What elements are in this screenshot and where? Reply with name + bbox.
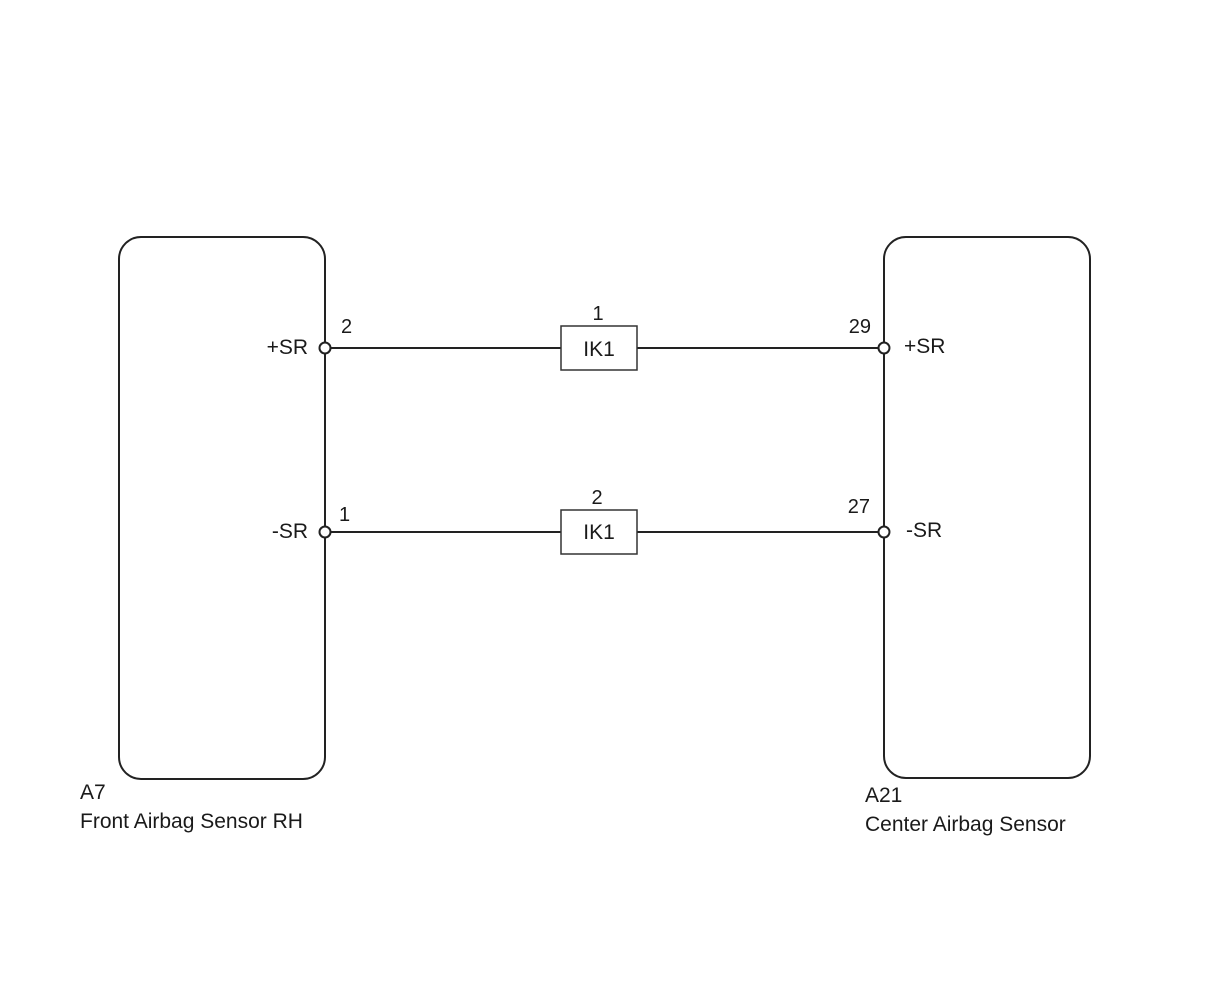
circuit-minus-sr: IK1 2 -SR 1 -SR 27	[272, 487, 942, 555]
connector-ik1-lower-label: IK1	[583, 521, 615, 544]
pin-a21-minus-sr	[877, 525, 891, 539]
pin-a21-plus-sr-number: 29	[849, 316, 871, 338]
connector-ik1-upper-label: IK1	[583, 338, 615, 361]
pin-a7-plus-sr-label: +SR	[267, 336, 308, 359]
component-a7-name: Front Airbag Sensor RH	[80, 810, 303, 833]
connector-ik1-lower	[560, 509, 638, 555]
connector-ik1-upper-pin: 1	[592, 303, 603, 325]
component-a7-code: A7	[80, 781, 106, 804]
pin-a21-minus-sr-number: 27	[848, 496, 870, 518]
center-airbag-sensor-body	[883, 236, 1091, 779]
pin-a7-minus-sr	[318, 525, 332, 539]
pin-a21-minus-sr-label: -SR	[906, 519, 942, 542]
component-a21: A21 Center Airbag Sensor	[865, 236, 1091, 836]
pin-a7-minus-sr-label: -SR	[272, 520, 308, 543]
pin-a7-plus-sr	[318, 341, 332, 355]
pin-a7-plus-sr-number: 2	[341, 316, 352, 338]
front-airbag-sensor-rh-body	[118, 236, 326, 780]
component-a21-name: Center Airbag Sensor	[865, 813, 1066, 836]
connector-ik1-lower-pin: 2	[591, 487, 602, 509]
pin-a7-minus-sr-number: 1	[339, 504, 350, 526]
circuit-plus-sr: IK1 1 +SR 2 +SR 29	[267, 303, 945, 371]
connector-ik1-upper	[560, 325, 638, 371]
pin-a21-plus-sr-label: +SR	[904, 335, 945, 358]
component-a7: A7 Front Airbag Sensor RH	[80, 236, 326, 833]
component-a21-code: A21	[865, 784, 902, 807]
pin-a21-plus-sr	[877, 341, 891, 355]
